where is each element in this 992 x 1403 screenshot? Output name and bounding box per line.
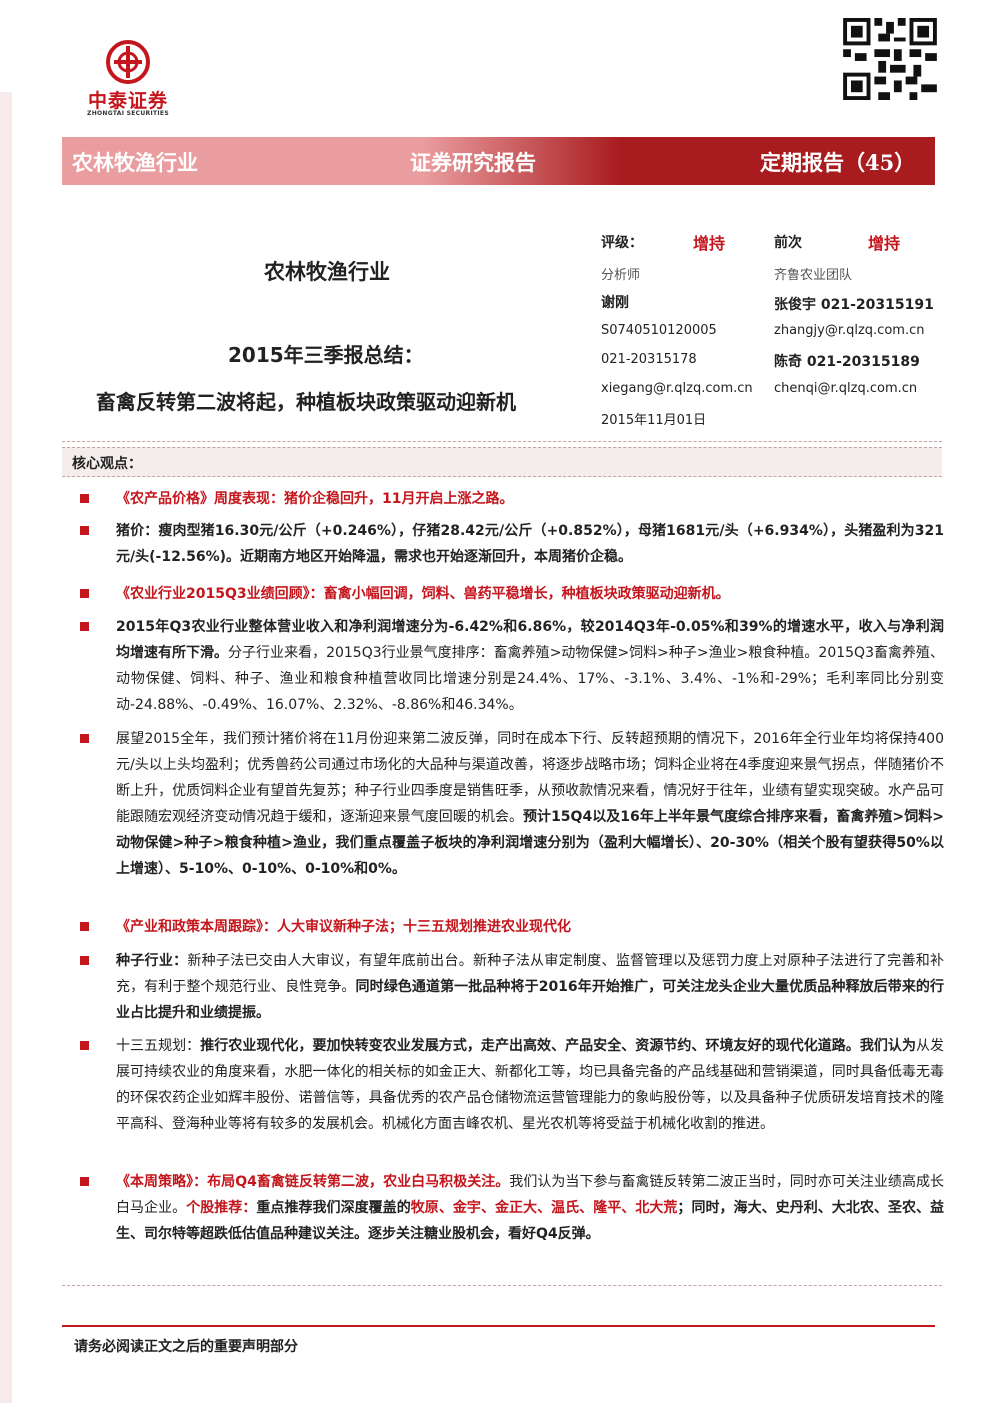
analyst-email[interactable]: xiegang@r.qlzq.com.cn [601, 381, 753, 396]
zhongtai-logo-icon [106, 40, 150, 84]
analyst-name: 谢刚 [601, 295, 629, 311]
brand-name: 中泰证券 [87, 90, 168, 112]
para-q3-review: 2015年Q3农业行业整体营业收入和净利润增速分为-6.42%和6.86%，较2… [116, 619, 945, 713]
bullet-icon [80, 1041, 89, 1050]
report-date: 2015年11月01日 [601, 413, 707, 428]
footer-rule [62, 1325, 935, 1327]
rating-label: 评级： [601, 235, 643, 251]
bullet-icon [80, 1177, 89, 1186]
analyst-label: 分析师 [601, 268, 641, 283]
banner-periodic: 定期报告（45） [760, 150, 916, 175]
core-views-label: 核心观点： [72, 456, 142, 472]
bullet-icon [80, 589, 89, 598]
bullet-icon [80, 622, 89, 631]
footer-disclaimer: 请务必阅读正文之后的重要声明部分 [74, 1339, 298, 1355]
report-title-line2: 畜禽反转第二波将起，种植板块政策驱动迎新机 [96, 390, 516, 414]
header-banner: 农林牧渔行业 证券研究报告 定期报告（45） [62, 137, 935, 185]
report-category: 农林牧渔行业 [264, 259, 390, 284]
bullet-icon [80, 956, 89, 965]
bullet-icon [80, 526, 89, 535]
bullet-icon [80, 734, 89, 743]
para-price-heading: 《农产品价格》周度表现：猪价企稳回升，11月开启上涨之路。 [116, 491, 514, 507]
prev-rating-value: 增持 [868, 234, 901, 253]
brand-logo: 中泰证券 ZHONGTAI SECURITIES [78, 40, 198, 120]
qr-code-icon [843, 18, 937, 100]
left-decor-strip [0, 92, 12, 1403]
para-outlook: 展望2015全年，我们预计猪价将在11月份迎来第二波反弹，同时在成本下行、反转超… [116, 731, 944, 877]
team-member-2: 陈奇 021-20315189 [774, 354, 920, 370]
para-seed-industry: 种子行业：新种子法已交由人大审议，有望年底前出台。新种子法从审定制度、监督管理以… [116, 953, 944, 1021]
para-policy-heading: 《产业和政策本周跟踪》：人大审议新种子法；十三五规划推进农业现代化 [116, 919, 571, 935]
para-five-year-plan: 十三五规划：推行农业现代化，要加快转变农业发展方式，走产出高效、产品安全、资源节… [116, 1038, 945, 1132]
prev-rating-label: 前次 [774, 235, 802, 251]
core-views-bar: 核心观点： [62, 447, 942, 477]
para-pig-price: 猪价：瘦肉型猪16.30元/公斤（+0.246%），仔猪28.42元/公斤（+0… [116, 523, 944, 565]
analyst-phone: 021-20315178 [601, 352, 697, 367]
rating-value: 增持 [693, 234, 726, 253]
para-q3-heading: 《农业行业2015Q3业绩回顾》：畜禽小幅回调，饲料、兽药平稳增长，种植板块政策… [116, 586, 730, 602]
team-member-1-email[interactable]: zhangjy@r.qlzq.com.cn [774, 323, 925, 338]
bullet-icon [80, 494, 89, 503]
para-strategy: 《本周策略》：布局Q4畜禽链反转第二波，农业白马积极关注。我们认为当下参与畜禽链… [116, 1174, 945, 1242]
team-label: 齐鲁农业团队 [774, 268, 853, 283]
brand-name-en: ZHONGTAI SECURITIES [87, 110, 169, 117]
report-title-line1: 2015年三季报总结： [228, 343, 424, 367]
team-member-2-email[interactable]: chenqi@r.qlzq.com.cn [774, 381, 918, 396]
bullet-icon [80, 922, 89, 931]
banner-report-type: 证券研究报告 [410, 150, 536, 175]
banner-industry: 农林牧渔行业 [72, 150, 198, 175]
analyst-cert: S0740510120005 [601, 323, 717, 338]
team-member-1: 张俊宇 021-20315191 [774, 297, 934, 313]
